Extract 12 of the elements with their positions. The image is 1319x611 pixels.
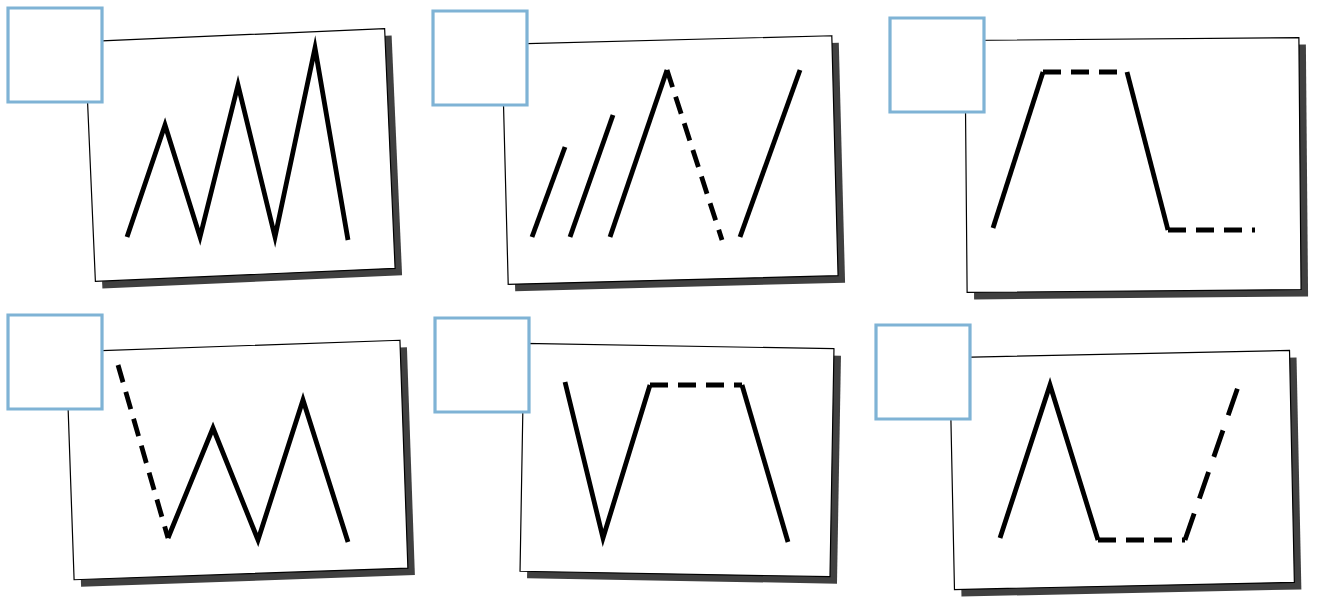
answer-box <box>888 16 986 114</box>
card <box>519 342 841 584</box>
card <box>84 27 403 289</box>
answer-box <box>6 6 104 104</box>
answer-box <box>433 316 531 414</box>
answer-box <box>6 313 104 411</box>
card <box>501 35 846 292</box>
card <box>964 36 1309 300</box>
answer-box <box>431 9 529 107</box>
answer-box <box>874 323 972 421</box>
card <box>65 339 415 587</box>
card <box>949 349 1302 597</box>
